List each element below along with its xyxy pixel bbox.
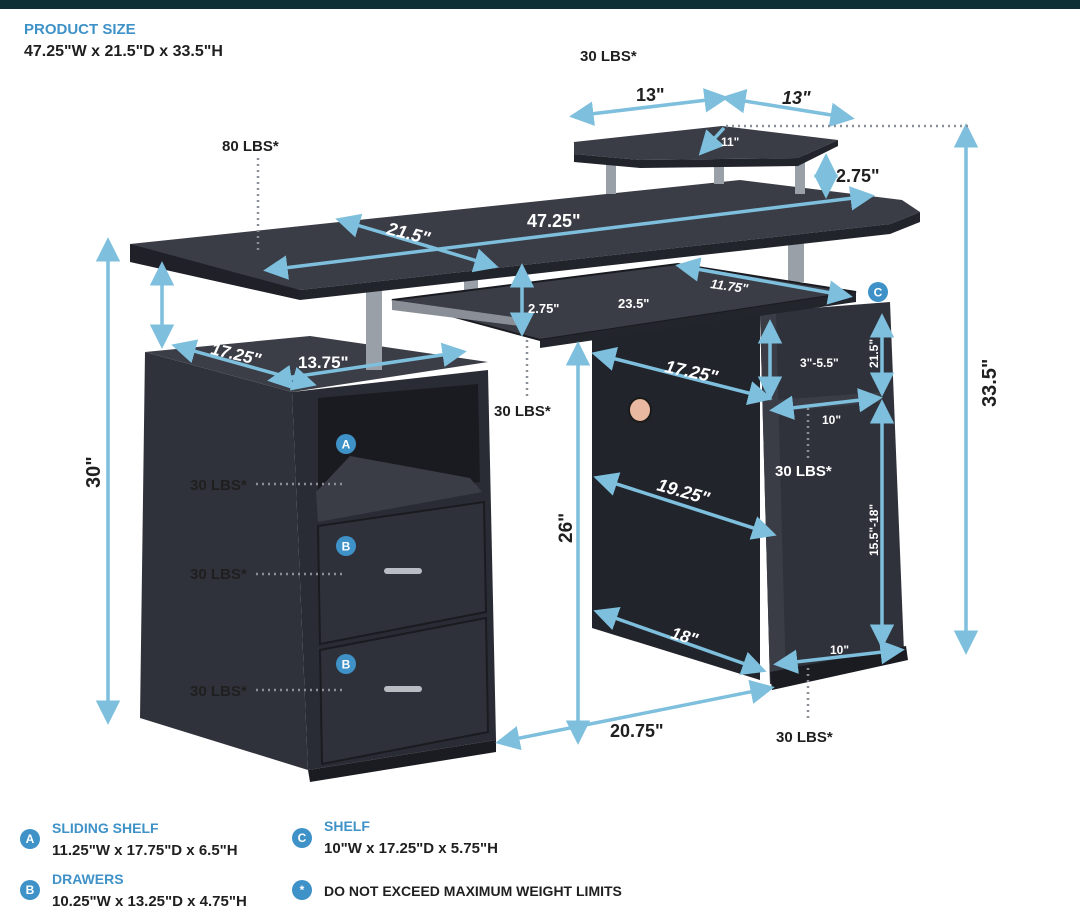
label-tray-width: 23.5" <box>618 296 649 311</box>
dim-shelf-bottom-width <box>773 640 905 674</box>
legend-badge-b: B <box>20 880 40 900</box>
dim-left-cab-width <box>267 342 467 390</box>
dim-right-cab-depth <box>591 346 773 406</box>
weight-sliding-shelf: 30 LBS* <box>190 477 247 494</box>
label-hutch-depth: 11" <box>721 135 739 149</box>
post-right <box>788 240 804 282</box>
tray-rail-left <box>392 300 520 326</box>
product-size-value: 47.25"W x 21.5"D x 33.5"H <box>24 43 223 60</box>
label-shelf-side: 21.5" <box>867 339 881 368</box>
weight-keyboard-tray: 30 LBS* <box>494 403 551 420</box>
badge-shelf: C <box>874 286 883 300</box>
label-tray-height: 2.75" <box>528 301 559 316</box>
label-shelf-range: 3"-5.5" <box>800 356 839 370</box>
legend-dims-shelf: 10"W x 17.25"D x 5.75"H <box>324 840 498 857</box>
keyboard-tray-front <box>540 292 856 348</box>
label-tray-clearance: 5.75" <box>169 300 213 320</box>
label-hutch-right: 13" <box>782 88 811 108</box>
hutch-post-right <box>795 152 805 194</box>
label-shelf-bottom-width: 10" <box>830 643 849 657</box>
label-overall-height: 33.5" <box>979 359 1001 407</box>
badge-drawer-top: B <box>342 540 351 554</box>
left-plinth <box>308 740 496 782</box>
desk-illustration <box>130 126 920 782</box>
label-knee-height: 26" <box>556 513 577 543</box>
dim-hutch-right <box>721 89 855 127</box>
label-desk-width: 47.25" <box>527 211 581 231</box>
leader-lines <box>256 124 968 722</box>
dim-shelf-top-width <box>769 388 883 420</box>
dimension-lines <box>95 88 979 751</box>
legend-dims-sliding-shelf: 11.25"W x 17.75"D x 6.5"H <box>52 842 238 859</box>
badge-drawer-bottom: B <box>342 658 351 672</box>
weight-drawer-bottom: 30 LBS* <box>190 683 247 700</box>
dim-hutch-depth <box>698 126 726 156</box>
legend-weight-warning: DO NOT EXCEED MAXIMUM WEIGHT LIMITS <box>324 883 622 899</box>
weight-right-shelf: 30 LBS* <box>775 463 832 480</box>
weight-hutch: 30 LBS* <box>580 48 637 65</box>
desktop-left-edge <box>130 244 300 300</box>
dim-tray-depth <box>675 257 853 305</box>
drawer-bottom-handle <box>384 686 422 692</box>
label-hutch-left: 13" <box>636 85 665 105</box>
sliding-shelf-board <box>316 456 482 522</box>
legend-badge-c: C <box>292 828 312 848</box>
label-tray-depth: 11.75" <box>710 276 750 296</box>
label-hutch-height: 2.75" <box>836 166 880 186</box>
cable-hole <box>628 397 652 423</box>
dim-cpu-bottom <box>593 606 767 676</box>
legend-badge-a: A <box>20 829 40 849</box>
dim-knee-width <box>495 679 775 751</box>
product-size-label: PRODUCT SIZE <box>24 21 136 38</box>
legend-title-shelf: SHELF <box>324 818 370 834</box>
legend-title-drawers: DRAWERS <box>52 871 124 887</box>
label-knee-width: 20.75" <box>610 721 664 741</box>
left-cabinet-side <box>140 352 308 770</box>
legend-dims-drawers: 10.25"W x 13.25"D x 4.75"H <box>52 893 247 910</box>
top-bar <box>0 0 1080 9</box>
diagram-badges: A B B C <box>336 282 888 674</box>
legend-badge-star: * <box>292 880 312 900</box>
label-desk-height: 30" <box>83 456 105 488</box>
hutch-shelf-edge <box>574 140 838 168</box>
weight-drawer-top: 30 LBS* <box>190 566 247 583</box>
weight-labels: 30 LBS* 80 LBS* 30 LBS* 30 LBS* 30 LBS* … <box>190 48 833 746</box>
label-left-cab-width: 13.75" <box>298 353 349 372</box>
dim-cpu-depth <box>593 472 777 540</box>
legend-title-sliding-shelf: SLIDING SHELF <box>52 820 159 836</box>
weight-desktop: 80 LBS* <box>222 138 279 155</box>
badge-sliding-shelf: A <box>342 438 351 452</box>
label-compartment: 15.5"-18" <box>867 504 881 556</box>
hutch-shelf <box>574 126 838 160</box>
label-shelf-top-width: 10" <box>822 413 841 427</box>
drawer-top-handle <box>384 568 422 574</box>
weight-right-bottom: 30 LBS* <box>776 729 833 746</box>
hutch-post-left <box>606 158 616 194</box>
post-left <box>366 290 382 370</box>
dim-hutch-left <box>569 88 729 126</box>
dim-desk-width <box>263 186 875 280</box>
